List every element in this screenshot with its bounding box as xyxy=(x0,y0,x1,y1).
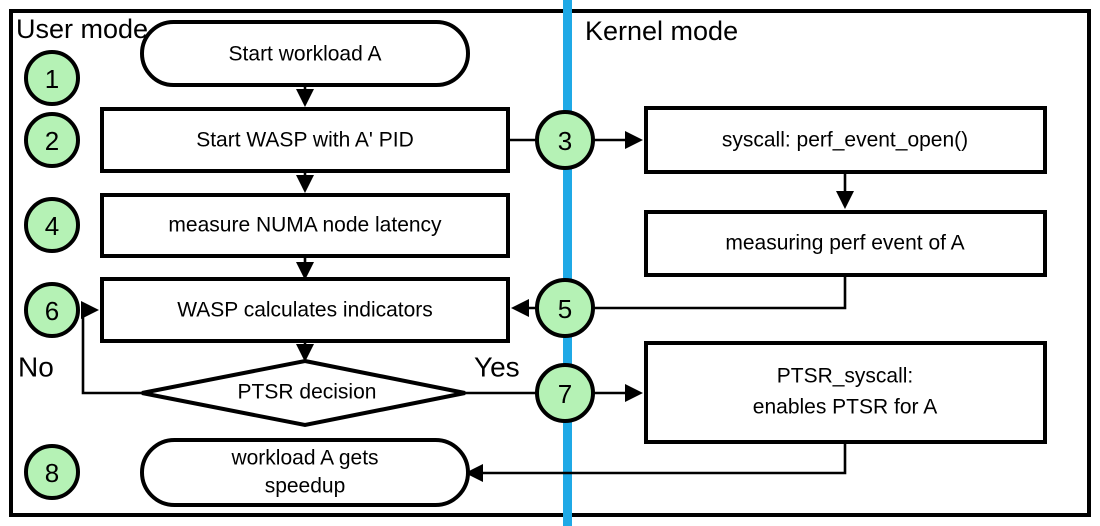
branch-label-yes: Yes xyxy=(474,351,520,382)
edge-measuring-to-step5 xyxy=(593,275,847,310)
node-start-workload[interactable] xyxy=(140,20,470,87)
edge-ptsr-to-speedup xyxy=(464,442,847,483)
step-badge-5[interactable]: 5 xyxy=(535,278,595,338)
node-syscall-perf-event-open-label: syscall: perf_event_open() xyxy=(722,129,968,152)
node-wasp-calculates-label: WASP calculates indicators xyxy=(177,299,433,322)
node-start-wasp-label: Start WASP with A' PID xyxy=(196,129,414,152)
node-ptsr-syscall-line1: PTSR_syscall: xyxy=(777,365,914,388)
mode-divider xyxy=(563,0,572,526)
step-badge-8-number: 8 xyxy=(45,458,59,488)
node-measuring-perf-event[interactable] xyxy=(644,210,1047,277)
lane-label-user-mode: User mode xyxy=(16,14,148,44)
step-badge-3[interactable]: 3 xyxy=(535,110,595,170)
step-badge-5-number: 5 xyxy=(558,294,572,324)
node-measure-numa-label: measure NUMA node latency xyxy=(168,214,442,237)
node-start-workload-label: Start workload A xyxy=(229,43,382,66)
node-ptsr-decision-label: PTSR decision xyxy=(238,381,377,404)
node-workload-speedup-line2: speedup xyxy=(265,475,346,498)
node-wasp-calculates[interactable] xyxy=(100,277,510,343)
step-badge-1-number: 1 xyxy=(45,64,59,94)
node-workload-speedup-line1: workload A gets xyxy=(230,447,378,470)
node-ptsr-syscall[interactable] xyxy=(644,341,1047,444)
step-badge-2-number: 2 xyxy=(45,126,59,156)
node-workload-speedup[interactable] xyxy=(140,438,470,507)
node-syscall-perf-event-open[interactable] xyxy=(644,106,1047,174)
step-badge-8[interactable]: 8 xyxy=(24,444,80,500)
node-ptsr-syscall-line2: enables PTSR for A xyxy=(753,396,937,419)
diagram-frame xyxy=(9,9,1091,517)
step-badge-6[interactable]: 6 xyxy=(24,282,80,338)
step-badge-7-number: 7 xyxy=(558,379,572,409)
step-badge-6-number: 6 xyxy=(45,296,59,326)
node-start-wasp[interactable] xyxy=(100,107,510,173)
step-badge-4-number: 4 xyxy=(45,211,59,241)
step-badge-1[interactable]: 1 xyxy=(24,50,80,106)
node-measuring-perf-event-label: measuring perf event of A xyxy=(725,232,964,255)
step-badge-4[interactable]: 4 xyxy=(24,197,80,253)
step-badge-7[interactable]: 7 xyxy=(535,363,595,423)
step-badge-3-number: 3 xyxy=(558,126,572,156)
node-measure-numa[interactable] xyxy=(100,193,510,258)
step-badge-2[interactable]: 2 xyxy=(24,112,80,168)
edge-decision-no-loop xyxy=(80,300,142,395)
node-ptsr-decision[interactable] xyxy=(141,358,466,428)
branch-label-no: No xyxy=(18,351,54,382)
lane-label-kernel-mode: Kernel mode xyxy=(585,16,738,46)
